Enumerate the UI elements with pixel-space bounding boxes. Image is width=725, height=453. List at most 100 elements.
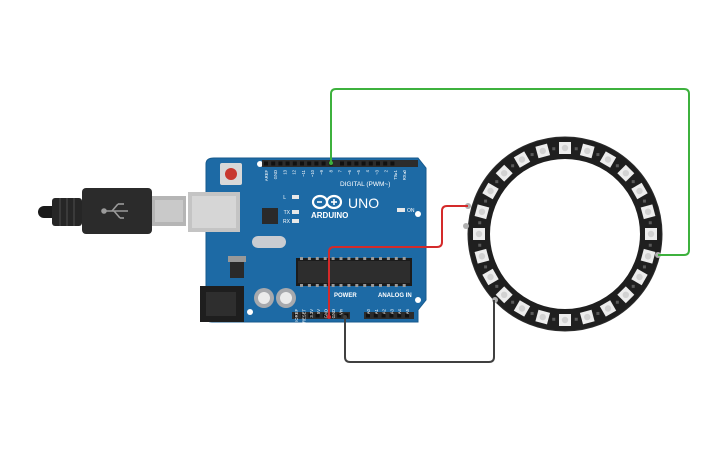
header-socket[interactable] bbox=[381, 313, 386, 318]
wire-gray-ground[interactable] bbox=[344, 300, 495, 363]
model-label: UNO bbox=[348, 195, 379, 211]
wire-green-data[interactable] bbox=[330, 88, 690, 256]
header-socket[interactable] bbox=[314, 161, 319, 166]
header-socket[interactable] bbox=[308, 313, 313, 318]
analog-header-label: ANALOG IN bbox=[378, 293, 412, 299]
ring-pin-power[interactable] bbox=[463, 223, 469, 229]
neopixel-led[interactable] bbox=[474, 204, 490, 220]
neopixel-led[interactable] bbox=[535, 309, 551, 325]
chip-pin bbox=[339, 257, 343, 260]
mounting-hole bbox=[247, 309, 253, 315]
header-socket[interactable] bbox=[390, 161, 395, 166]
neopixel-led[interactable] bbox=[631, 268, 648, 286]
chip-pin bbox=[315, 284, 319, 287]
pixel-lens bbox=[500, 291, 508, 299]
usb-chip bbox=[262, 208, 278, 224]
header-socket[interactable] bbox=[300, 161, 304, 166]
neopixel-led[interactable] bbox=[645, 228, 657, 240]
header-socket[interactable] bbox=[294, 313, 298, 318]
neopixel-led[interactable] bbox=[631, 182, 648, 200]
pin-label: A3 bbox=[389, 308, 394, 314]
pixel-lens bbox=[584, 313, 591, 321]
header-socket[interactable] bbox=[368, 161, 373, 166]
header-socket[interactable] bbox=[307, 161, 312, 166]
pin-label: A1 bbox=[374, 308, 379, 314]
pixel-lens bbox=[647, 230, 655, 238]
neopixel-led[interactable] bbox=[599, 151, 617, 168]
neopixel-led[interactable] bbox=[559, 142, 571, 154]
neopixel-led[interactable] bbox=[482, 182, 499, 200]
header-socket[interactable] bbox=[322, 313, 327, 318]
pixel-lens bbox=[500, 169, 508, 177]
chip-pin bbox=[386, 257, 390, 260]
header-socket[interactable] bbox=[383, 161, 388, 166]
neopixel-led[interactable] bbox=[599, 300, 617, 317]
header-socket[interactable] bbox=[271, 161, 276, 166]
analog-header[interactable] bbox=[364, 312, 414, 319]
header-socket[interactable] bbox=[354, 161, 359, 166]
neopixel-led[interactable] bbox=[640, 248, 656, 264]
usb-cable[interactable] bbox=[38, 188, 186, 234]
neopixel-led[interactable] bbox=[535, 143, 551, 159]
header-socket[interactable] bbox=[278, 161, 283, 166]
header-socket[interactable] bbox=[301, 313, 306, 318]
neopixel-led[interactable] bbox=[473, 228, 485, 240]
neopixel-led[interactable] bbox=[579, 143, 595, 159]
ring-pad bbox=[511, 300, 515, 304]
header-socket[interactable] bbox=[347, 161, 352, 166]
neopixel-led[interactable] bbox=[579, 309, 595, 325]
neopixel-led[interactable] bbox=[474, 248, 490, 264]
pin-label: 12 bbox=[292, 169, 297, 174]
neopixel-ring[interactable] bbox=[463, 136, 663, 332]
header-socket[interactable] bbox=[366, 313, 370, 318]
ring-pad bbox=[615, 164, 619, 168]
pin-label: A5 bbox=[405, 308, 410, 314]
header-socket[interactable] bbox=[389, 313, 394, 318]
neopixel-led[interactable] bbox=[559, 314, 571, 326]
header-socket[interactable] bbox=[340, 161, 344, 166]
neopixel-led[interactable] bbox=[617, 164, 635, 182]
pixel-lens bbox=[561, 144, 569, 152]
pixel-lens bbox=[487, 187, 494, 195]
neopixel-led[interactable] bbox=[482, 268, 499, 286]
pin-label: 5V bbox=[316, 309, 321, 314]
pixel-lens bbox=[644, 253, 652, 260]
header-socket[interactable] bbox=[292, 161, 297, 166]
chip-pin bbox=[402, 284, 406, 287]
chip-pins bbox=[300, 257, 406, 287]
atmega-chip bbox=[298, 261, 410, 283]
mounting-hole bbox=[415, 297, 421, 303]
neopixel-led[interactable] bbox=[617, 286, 635, 304]
chip-pin bbox=[379, 257, 382, 260]
ring-pad bbox=[484, 265, 488, 269]
power-header[interactable] bbox=[292, 312, 350, 319]
header-socket[interactable] bbox=[264, 161, 268, 166]
header-socket[interactable] bbox=[397, 313, 402, 318]
header-socket[interactable] bbox=[376, 161, 380, 166]
pin-label: 8 bbox=[328, 169, 333, 172]
pin-label: Vin bbox=[338, 308, 343, 315]
header-socket[interactable] bbox=[337, 313, 342, 318]
header-socket[interactable] bbox=[361, 161, 366, 166]
pixel-lens bbox=[604, 156, 612, 163]
wire-end bbox=[343, 315, 347, 319]
neopixel-led[interactable] bbox=[513, 300, 531, 317]
ring-pad bbox=[552, 317, 556, 321]
header-socket[interactable] bbox=[405, 313, 409, 318]
header-socket[interactable] bbox=[285, 161, 290, 166]
neopixel-led[interactable] bbox=[640, 204, 656, 220]
header-socket[interactable] bbox=[315, 313, 320, 318]
pin-label: GND bbox=[324, 309, 329, 318]
neopixel-led[interactable] bbox=[513, 151, 531, 168]
chip-pin bbox=[371, 257, 375, 260]
header-socket[interactable] bbox=[321, 161, 326, 166]
header-socket[interactable] bbox=[373, 313, 378, 318]
ring-pad bbox=[530, 153, 534, 157]
pixel-lens bbox=[622, 169, 630, 177]
pin-label: 3.3V bbox=[309, 309, 314, 318]
header-socket[interactable] bbox=[330, 313, 334, 318]
header-socket[interactable] bbox=[344, 313, 349, 318]
wire-red-power[interactable] bbox=[328, 205, 468, 318]
